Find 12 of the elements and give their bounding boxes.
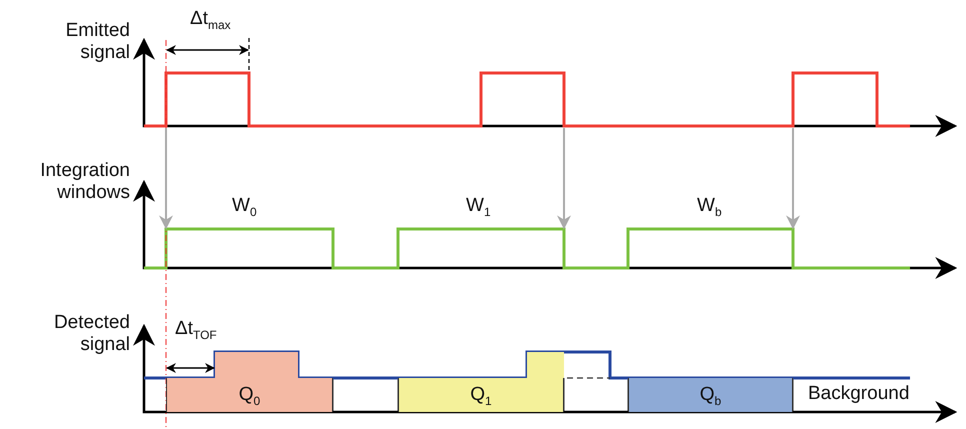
region-label: Background — [808, 383, 910, 405]
dimension-label: Δt$_{TOF}$ — [175, 318, 217, 344]
charge-region: Q$_{1}$ — [398, 352, 564, 412]
window-label: W$_{b}$ — [697, 195, 722, 221]
window-label: W$_{1}$ — [466, 195, 491, 221]
charge-region: Q$_{b}$ — [628, 378, 793, 412]
charge-region: Q$_{0}$ — [166, 352, 333, 412]
window-label: W$_{0}$ — [232, 195, 257, 221]
axis-title: Emitted signal — [64, 20, 130, 64]
axis-title: Detected signal — [52, 312, 130, 356]
dimension-label: Δt$_{max}$ — [190, 8, 231, 34]
axis-title: Integration windows — [39, 160, 130, 204]
